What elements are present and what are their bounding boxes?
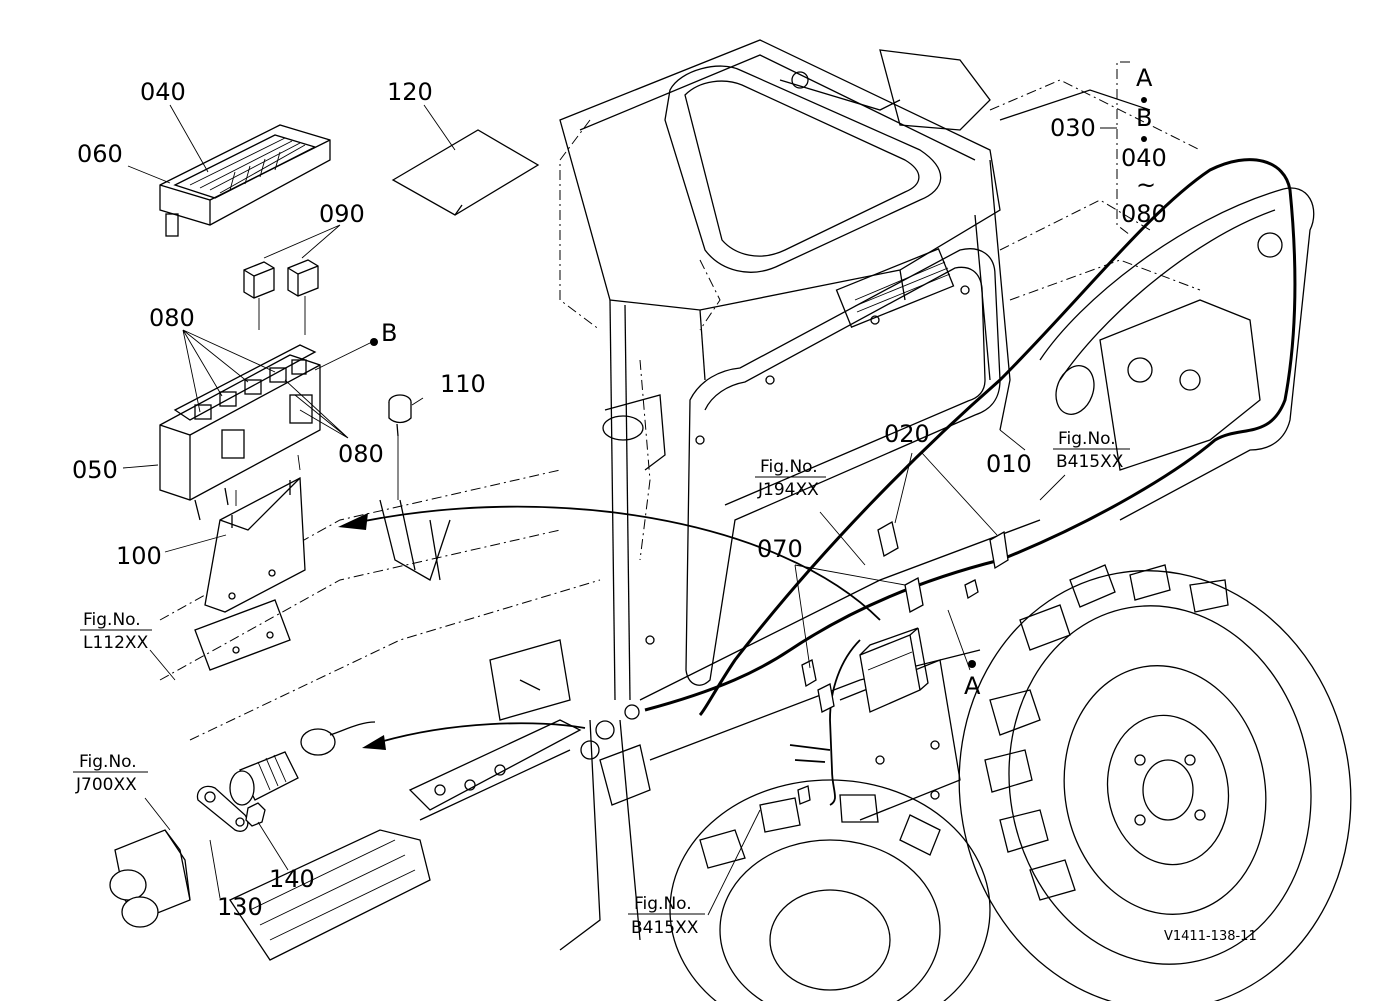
part-140-nut	[245, 802, 266, 827]
legend-030-range: ~	[1136, 171, 1156, 199]
callout-060[interactable]: 060	[77, 140, 123, 168]
figure-references: Fig.No. L112XX Fig.No. J194XX Fig.No. B4…	[73, 429, 1130, 938]
fig-ref-b415xx-lower[interactable]: Fig.No. B415XX	[628, 894, 705, 938]
legend-030-bracket	[1116, 61, 1147, 236]
point-b-dot	[370, 338, 378, 346]
fig-ref-l112xx[interactable]: Fig.No. L112XX	[80, 610, 152, 653]
callout-010[interactable]: 010	[986, 450, 1032, 478]
point-a-dot	[968, 660, 976, 668]
part-120-label-sheet	[391, 129, 540, 216]
callout-090[interactable]: 090	[319, 200, 365, 228]
fig-ref-number: L112XX	[83, 633, 149, 653]
fig-ref-j700xx[interactable]: Fig.No. J700XX	[73, 752, 148, 795]
assembly-arrows	[338, 505, 881, 750]
cab-frame	[159, 39, 1315, 961]
callout-120[interactable]: 120	[387, 78, 433, 106]
clamp-070-set	[797, 659, 835, 805]
point-a-label[interactable]: A	[964, 672, 981, 700]
point-b-label[interactable]: B	[381, 319, 397, 347]
fig-ref-number: B415XX	[1056, 452, 1124, 472]
callout-labels: 040 060 120 090 080 B 110 080 050 100 02…	[72, 64, 1167, 921]
legend-030-b: B	[1136, 104, 1152, 132]
part-gland-fittings	[109, 829, 191, 928]
front-connector	[580, 704, 651, 806]
callout-100[interactable]: 100	[116, 542, 162, 570]
callout-130[interactable]: 130	[217, 893, 263, 921]
fig-ref-label: Fig.No.	[1058, 429, 1116, 449]
callout-080-lower[interactable]: 080	[338, 440, 384, 468]
legend-030-a: A	[1136, 64, 1153, 92]
fig-ref-label: Fig.No.	[634, 894, 692, 914]
part-cable-plug	[300, 721, 376, 756]
installed-relay-box	[859, 627, 929, 713]
callout-140[interactable]: 140	[269, 865, 315, 893]
fig-ref-j194xx[interactable]: Fig.No. J194XX	[755, 457, 826, 500]
legend-030-080: 080	[1121, 200, 1167, 228]
callout-020[interactable]: 020	[884, 420, 930, 448]
fig-ref-number: J194XX	[757, 480, 819, 500]
fig-ref-number: B415XX	[631, 918, 699, 938]
legend-030-040: 040	[1121, 144, 1167, 172]
callout-070[interactable]: 070	[757, 535, 803, 563]
callout-030[interactable]: 030	[1050, 114, 1096, 142]
front-right-wheel	[958, 564, 1352, 1005]
fig-ref-label: Fig.No.	[79, 752, 137, 772]
callout-050[interactable]: 050	[72, 456, 118, 484]
callout-040[interactable]: 040	[140, 78, 186, 106]
callout-080-upper[interactable]: 080	[149, 304, 195, 332]
front-left-wheel	[669, 779, 991, 1005]
part-100-bracket	[194, 454, 306, 671]
leader-lines	[122, 104, 1117, 916]
fig-ref-number: J700XX	[75, 775, 137, 795]
fig-ref-label: Fig.No.	[83, 610, 141, 630]
fig-ref-label: Fig.No.	[760, 457, 818, 477]
wire-harness-010	[644, 158, 1297, 806]
part-090-relays	[243, 259, 319, 335]
part-050-relay-box	[159, 344, 321, 521]
drawing-code: V1411-138-11	[1164, 929, 1257, 944]
clamp-020-set	[877, 521, 1009, 613]
part-socket-assembly	[229, 751, 299, 806]
part-130-plate	[196, 785, 249, 832]
fig-ref-b415xx-upper[interactable]: Fig.No. B415XX	[1053, 429, 1130, 472]
part-110-bolt	[388, 394, 412, 500]
callout-110[interactable]: 110	[440, 370, 486, 398]
part-060-fuse-cover	[159, 124, 331, 237]
